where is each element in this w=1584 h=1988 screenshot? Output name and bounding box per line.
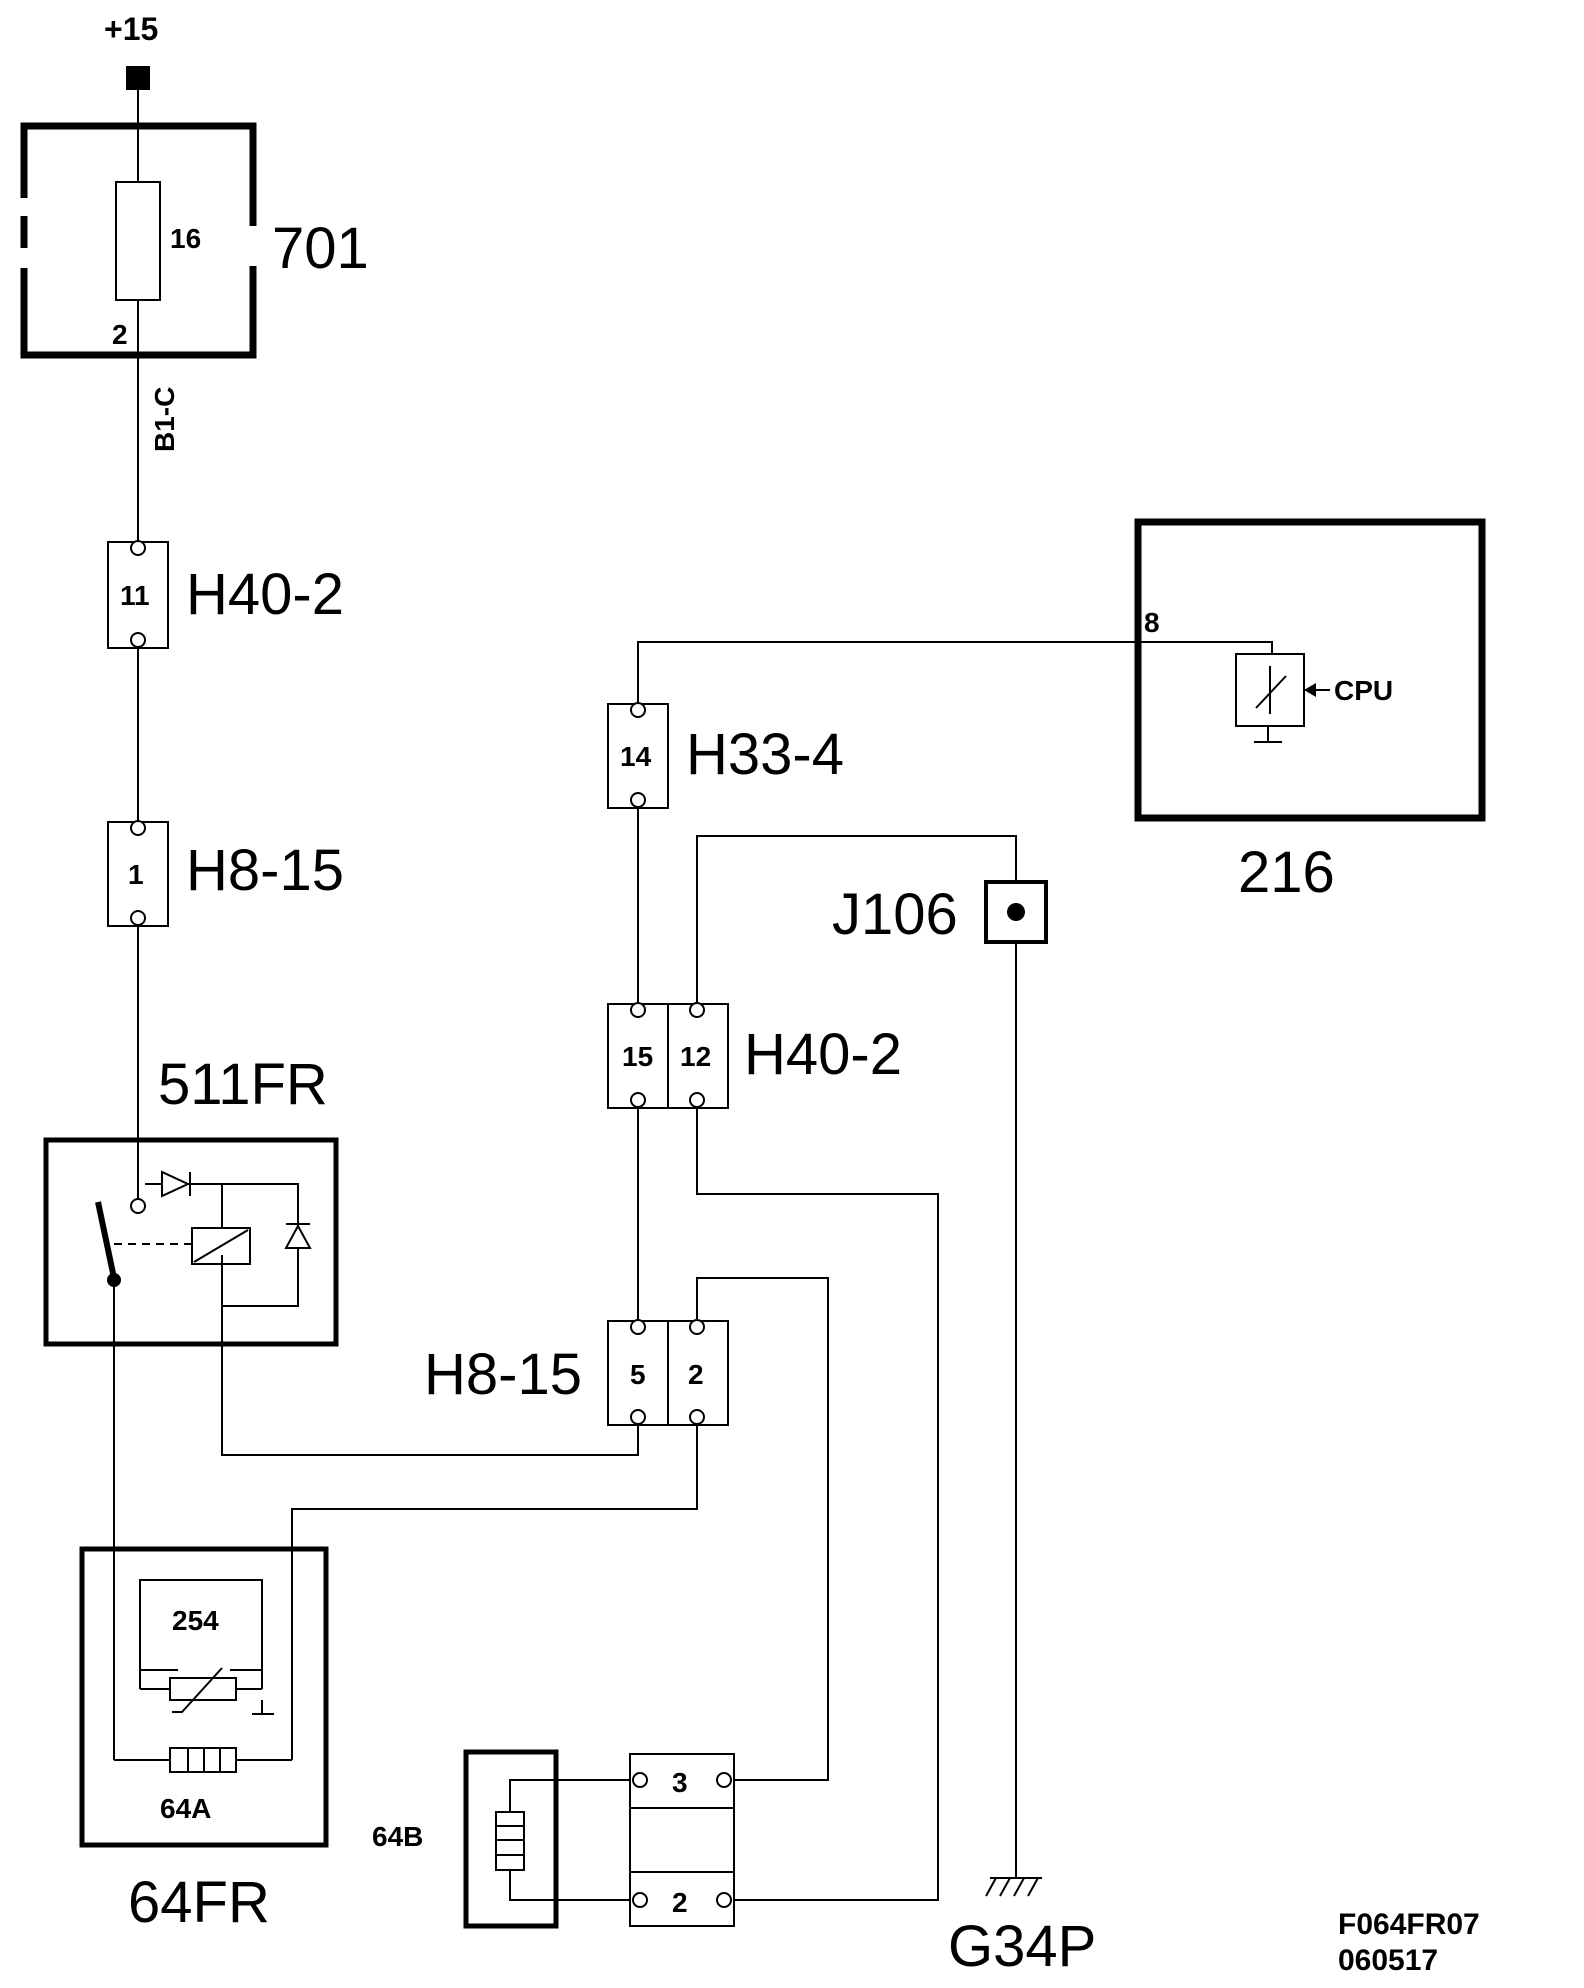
component-64fr: 254 64A 64FR <box>79 1546 329 1935</box>
diode-icon <box>161 1170 191 1198</box>
inner-label-top: 254 <box>172 1605 219 1636</box>
connector-label: H40-2 <box>186 562 344 627</box>
inner-label-bottom: 64A <box>160 1793 211 1824</box>
supply-label: +15 <box>104 11 158 47</box>
drawing-code-id: F064FR07 <box>1338 1908 1480 1941</box>
wire-label: B1-C <box>149 387 180 452</box>
drawing-code: F064FR07 060517 <box>1338 1908 1480 1977</box>
pin-number: 2 <box>112 319 128 350</box>
connector-h8-15-mid: 5 2 H8-15 <box>424 1319 729 1426</box>
connector-pin: 11 <box>120 580 150 611</box>
ground-label: G34P <box>948 1914 1096 1979</box>
junction-label: J106 <box>832 882 958 947</box>
connector-pin: 12 <box>680 1041 711 1072</box>
connector-pin: 1 <box>128 859 144 890</box>
connector-pin: 5 <box>630 1359 646 1390</box>
connector-pin: 14 <box>620 741 652 772</box>
supply-terminal: +15 <box>104 11 158 90</box>
pin-number: 8 <box>1144 607 1160 638</box>
cpu-label: CPU <box>1334 675 1393 706</box>
plug-pin: 3 <box>672 1767 688 1798</box>
connector-pin: 15 <box>622 1041 653 1072</box>
drawing-code-date: 060517 <box>1338 1944 1438 1977</box>
switch-icon <box>95 1201 117 1279</box>
component-label-511fr: 511FR <box>158 1052 328 1117</box>
relay-511fr: 511FR <box>43 1052 339 1347</box>
connector-h33-4: 14 H33-4 <box>607 702 844 809</box>
plug-connector: 3 2 <box>629 1753 735 1927</box>
connector-h8-15-top: 1 H8-15 <box>107 820 344 927</box>
connector-h40-2-top: 11 H40-2 <box>107 540 344 649</box>
connector-h40-2-mid: 15 12 H40-2 <box>607 1002 902 1109</box>
component-64b: 64B <box>372 1749 560 1929</box>
fuse-number: 16 <box>170 223 201 254</box>
component-label-64b: 64B <box>372 1821 423 1852</box>
component-label-216: 216 <box>1238 840 1335 905</box>
component-216: 8 CPU 216 <box>1134 518 1486 905</box>
connector-label: H33-4 <box>686 722 844 787</box>
component-label-701: 701 <box>272 216 369 281</box>
connector-label: H8-15 <box>186 838 344 903</box>
connector-label: H8-15 <box>424 1342 582 1407</box>
junction-j106: J106 <box>832 880 1048 947</box>
component-701: 16 2 701 <box>20 122 369 359</box>
connector-pin: 2 <box>688 1359 704 1390</box>
ground-g34p: G34P <box>948 1877 1096 1979</box>
wires <box>113 76 1242 1901</box>
component-label-64fr: 64FR <box>128 1870 270 1935</box>
fuse-icon <box>115 181 161 301</box>
plug-pin: 2 <box>672 1887 688 1918</box>
connector-label: H40-2 <box>744 1022 902 1087</box>
